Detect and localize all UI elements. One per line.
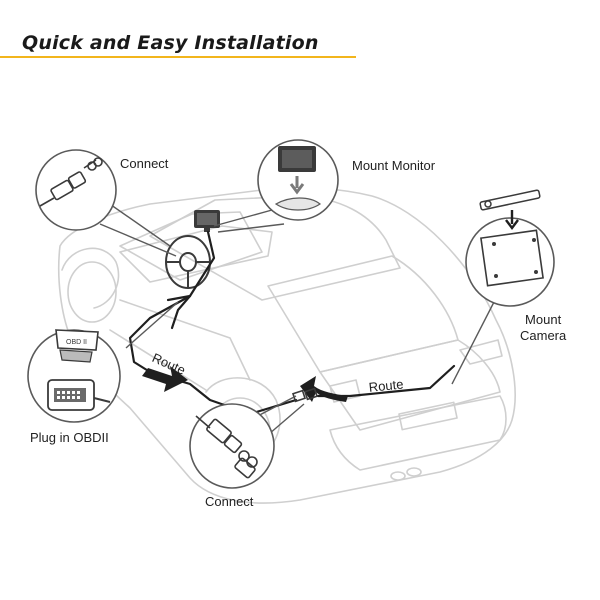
route-arrow-right <box>300 376 348 402</box>
cable-front-to-obd <box>170 294 192 330</box>
label-mount-camera-line1: Mount <box>525 312 562 327</box>
label-mount-camera-line2: Camera <box>520 328 567 343</box>
route-arrow-left <box>142 366 188 392</box>
callout-lines <box>99 199 495 441</box>
camera-bracket-icon <box>479 189 541 211</box>
label-connect-top: Connect <box>120 156 169 171</box>
steering-wheel <box>165 235 211 289</box>
cable-branch <box>166 294 192 302</box>
dash-monitor-icon <box>194 210 220 232</box>
page-title: Quick and Easy Installation <box>22 32 319 54</box>
car-rear-window <box>267 255 459 373</box>
obd-port-text: OBD II <box>66 339 87 346</box>
label-mount-monitor: Mount Monitor <box>352 158 436 173</box>
label-connect-bottom: Connect <box>205 494 254 509</box>
car-windshield <box>119 211 263 281</box>
car-door-line <box>119 299 251 381</box>
car-front-arch <box>61 247 120 309</box>
callout-mount-camera <box>465 189 555 307</box>
callout-mount-monitor <box>257 139 339 221</box>
callout-plug-obd: OBD II <box>27 329 121 423</box>
label-mount-camera: Mount Camera <box>520 312 566 344</box>
car-front-wheel <box>67 261 117 323</box>
label-plug-obd: Plug in OBDII <box>30 430 109 445</box>
callout-connect-bottom <box>189 403 275 489</box>
car-sill <box>109 329 207 391</box>
obd-port-icon: OBD II <box>55 329 99 351</box>
car-rear-bumper <box>329 395 507 471</box>
title-underline <box>0 56 356 58</box>
cable-route <box>128 230 456 416</box>
obd-plug-icon <box>47 379 111 411</box>
car-trunk <box>319 339 501 431</box>
callout-connect-top <box>35 149 117 231</box>
